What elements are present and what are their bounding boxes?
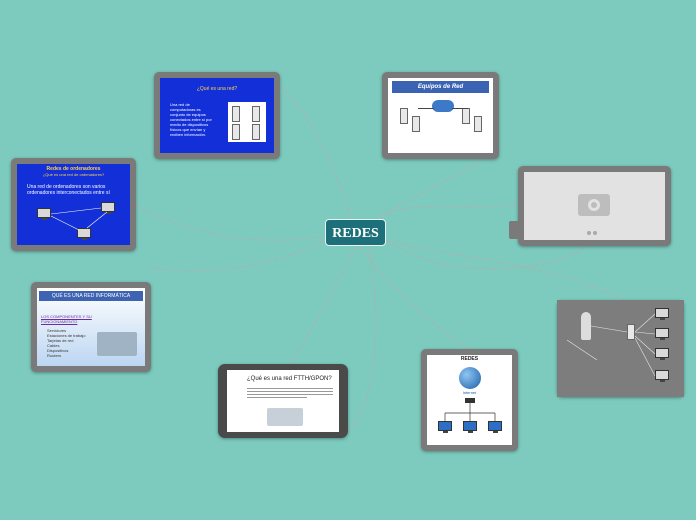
center-topic[interactable]: REDES	[325, 219, 386, 246]
list-item: Routers	[47, 353, 62, 358]
slide-network-diagram[interactable]	[557, 300, 684, 397]
link-line	[418, 108, 434, 109]
slide-tab	[509, 221, 521, 239]
cloud-label: Internet	[462, 390, 477, 395]
slide-title: ¿Qué es una red?	[196, 86, 238, 92]
person-icon	[581, 312, 591, 340]
list-item: Cables	[47, 343, 60, 348]
slide-title: REDES	[460, 356, 479, 362]
slide-title: ¿Qué es una red FTTH/GPON?	[247, 376, 332, 382]
slide-text: Una red de ordenadores son varios ordena…	[27, 184, 110, 196]
server-icon	[462, 108, 470, 124]
slide-subtitle: ¿Qué es una red de ordenadores?	[42, 172, 105, 177]
slide-screen: REDES Internet	[427, 355, 512, 445]
link-lines	[444, 403, 496, 421]
slide-bullet: Una red de computadoras es conjunto de e…	[170, 102, 212, 137]
connector-internet	[344, 245, 377, 436]
slide-screen: QUÉ ES UNA RED INFORMÁTICA LOS COMPONENT…	[37, 288, 145, 366]
slide-screen	[524, 172, 665, 240]
computer-icon	[655, 308, 669, 320]
slide-red-informatica[interactable]: QUÉ ES UNA RED INFORMÁTICA LOS COMPONENT…	[31, 282, 151, 372]
connector-placeholder-2	[385, 239, 589, 270]
cloud-icon	[432, 100, 454, 112]
computer-icon	[655, 370, 669, 382]
connector-internet-2	[359, 245, 471, 351]
computer-icon	[655, 348, 669, 360]
server-icon	[252, 124, 260, 140]
list-item: Dispositivos	[47, 348, 69, 353]
computer-icon	[655, 328, 669, 340]
slide-screen: ¿Qué es una red? Una red de computadoras…	[160, 78, 274, 153]
connector-diagram	[385, 239, 626, 301]
slide-screen: Redes de ordenadores ¿Qué es una red de …	[17, 164, 130, 245]
slide-ftth-gpon[interactable]: ¿Qué es una red FTTH/GPON?	[218, 364, 348, 438]
component-list: Servidores Estaciones de trabajo Tarjeta…	[47, 328, 87, 358]
link-lines	[566, 313, 656, 377]
slide-title: QUÉ ES UNA RED INFORMÁTICA	[39, 291, 143, 301]
link-lines	[50, 207, 108, 231]
slide-title: Redes de ordenadores	[46, 166, 101, 172]
slide-screen	[557, 300, 684, 397]
server-icon	[627, 324, 635, 340]
pager-dots	[587, 222, 601, 235]
connector-red-informatica	[149, 237, 331, 272]
connector-placeholder	[379, 204, 521, 216]
slide-que-es-una-red[interactable]: ¿Qué es una red? Una red de computadoras…	[154, 72, 280, 159]
slide-section: LOS COMPONENTES Y SU FUNCIONAMIENTO	[41, 314, 92, 324]
slide-title: Equipos de Red	[392, 81, 489, 93]
computer-icon	[77, 228, 91, 240]
network-image	[228, 102, 266, 142]
link-line	[452, 108, 468, 109]
computer-icon	[463, 421, 477, 433]
hardware-image	[97, 332, 137, 356]
computer-icon	[488, 421, 502, 433]
computer-icon	[37, 208, 51, 220]
list-item: Estaciones de trabajo	[47, 333, 86, 338]
connector-ftth	[289, 245, 357, 366]
list-item: Tarjetas de red	[47, 338, 74, 343]
slide-internet[interactable]: REDES Internet	[421, 349, 518, 451]
slide-equipos-de-red[interactable]: Equipos de Red	[382, 72, 499, 159]
text-lines	[247, 386, 333, 400]
connector-redes-ordenadores	[134, 204, 331, 241]
computer-icon	[101, 202, 115, 214]
computer-icon	[438, 421, 452, 433]
server-icon	[474, 116, 482, 132]
slide-image-placeholder[interactable]	[518, 166, 671, 246]
slide-screen: Equipos de Red	[388, 78, 493, 153]
slide-redes-de-ordenadores[interactable]: Redes de ordenadores ¿Qué es una red de …	[11, 158, 136, 251]
server-icon	[232, 124, 240, 140]
camera-icon	[578, 194, 610, 216]
ftth-diagram-image	[267, 408, 303, 426]
slide-screen: ¿Qué es una red FTTH/GPON?	[227, 370, 339, 432]
globe-icon	[459, 367, 481, 389]
connector-equipos-red	[361, 149, 501, 233]
server-icon	[400, 108, 408, 124]
server-icon	[232, 106, 240, 122]
server-icon	[252, 106, 260, 122]
list-item: Servidores	[47, 328, 67, 333]
router-icon	[465, 398, 475, 403]
server-icon	[412, 116, 420, 132]
